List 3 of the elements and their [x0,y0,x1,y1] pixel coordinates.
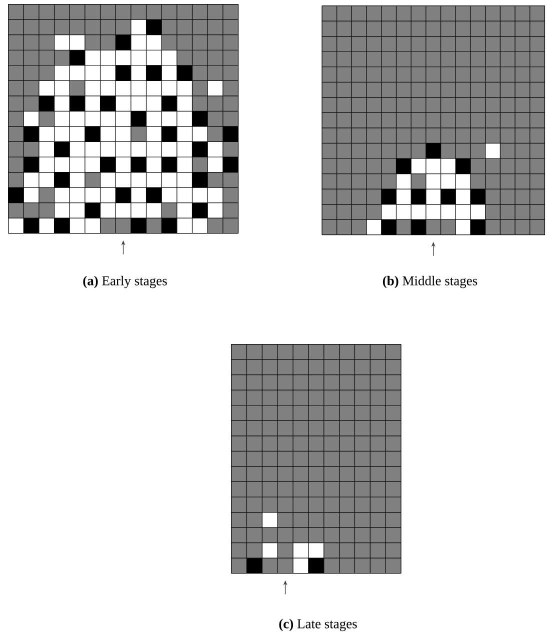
caption: (a) Early stages [83,276,167,288]
caption: (b) Middle stages [382,276,478,288]
caption: (c) Late stages [279,618,357,632]
